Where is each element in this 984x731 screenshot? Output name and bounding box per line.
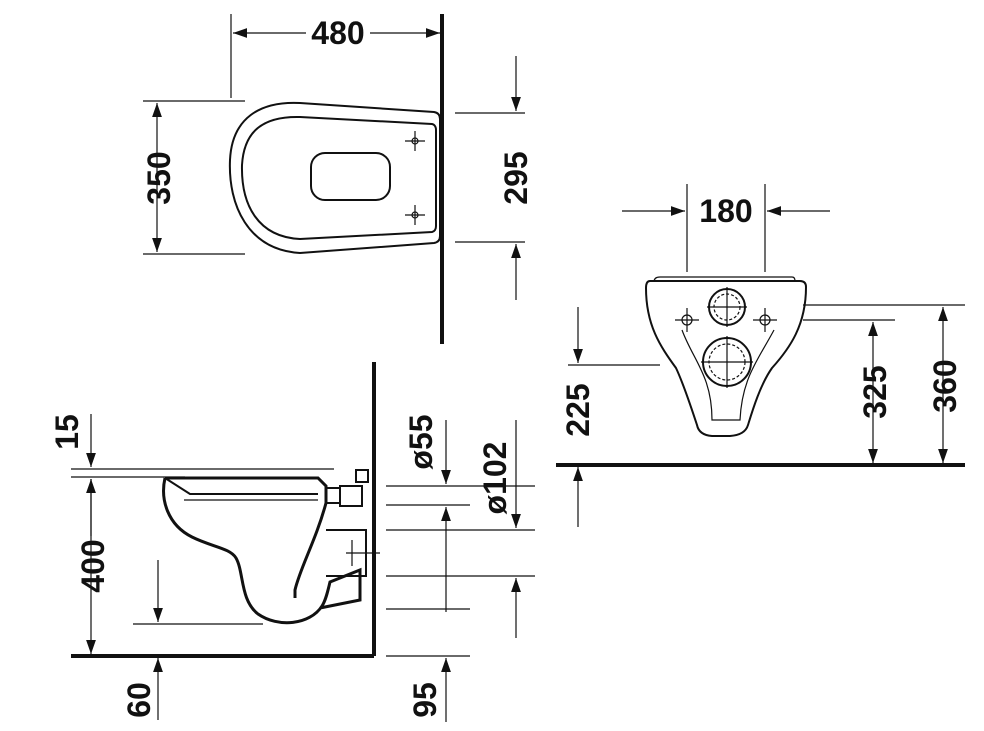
top-lid-opening bbox=[310, 152, 391, 201]
side-view: 15 400 60 ø55 ø102 95 bbox=[49, 362, 535, 722]
top-seat-outline bbox=[240, 115, 437, 241]
dim-text-55: ø55 bbox=[403, 414, 439, 469]
dim-text-295: 295 bbox=[498, 151, 534, 204]
dim-text-95: 95 bbox=[407, 682, 443, 718]
front-outlet-circle bbox=[701, 336, 753, 388]
dim-text-180: 180 bbox=[699, 193, 752, 229]
front-inlet-circle bbox=[707, 287, 747, 327]
top-view: 480 350 295 bbox=[141, 14, 534, 344]
dim-text-225: 225 bbox=[560, 383, 596, 436]
dim-text-15: 15 bbox=[49, 414, 85, 450]
bolt-hole-icon bbox=[405, 131, 425, 151]
side-bowl-outline bbox=[165, 476, 328, 598]
front-trap-outline bbox=[681, 329, 775, 421]
dim-text-360: 360 bbox=[927, 359, 963, 412]
side-inlet-connector bbox=[339, 485, 363, 507]
dim-text-400: 400 bbox=[75, 539, 111, 592]
bolt-hole-icon bbox=[405, 205, 425, 225]
front-bowl-outline bbox=[644, 280, 808, 437]
dim-text-102: ø102 bbox=[477, 442, 513, 515]
top-bowl-outline bbox=[228, 101, 441, 255]
dim-text-60: 60 bbox=[121, 682, 157, 718]
front-view: 180 bbox=[556, 184, 965, 527]
dim-text-325: 325 bbox=[857, 365, 893, 418]
bolt-hole-icon bbox=[675, 308, 699, 332]
dim-text-350: 350 bbox=[141, 151, 177, 204]
bolt-hole-icon bbox=[753, 308, 777, 332]
dim-text-480: 480 bbox=[311, 15, 364, 51]
